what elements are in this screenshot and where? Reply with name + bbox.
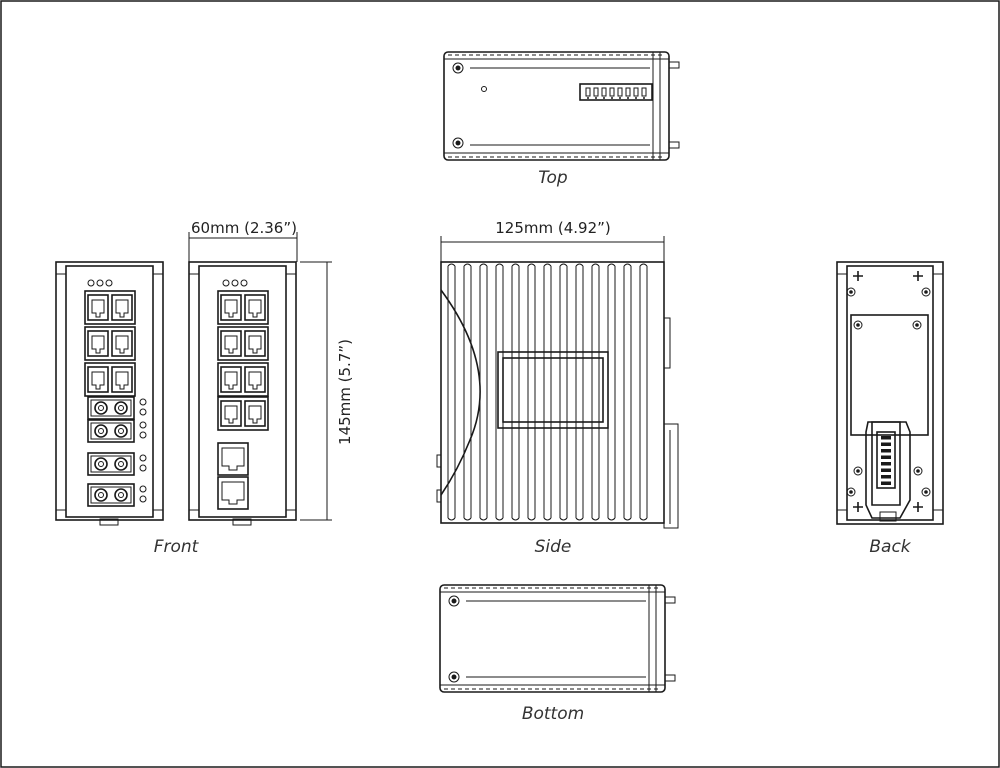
rj45-pair-icon — [84, 326, 136, 361]
rj45-pair-icon — [217, 290, 269, 325]
height-dimension — [300, 261, 332, 521]
front-view-label: Front — [154, 537, 200, 557]
rj45-port-icon — [87, 330, 109, 357]
side-view — [436, 261, 679, 529]
fiber-port-icon — [87, 483, 147, 507]
rj45-port-icon — [244, 400, 266, 427]
depth-dimension-label: 125mm (4.92”) — [495, 219, 611, 237]
depth-dimension — [440, 236, 665, 262]
rj45-port-icon — [111, 294, 133, 321]
top-view — [443, 51, 680, 161]
rj45-port-icon — [217, 476, 249, 510]
rj45-pair-icon — [217, 326, 269, 361]
front-view-copper — [188, 261, 297, 526]
rj45-port-icon — [244, 330, 266, 357]
side-view-label: Side — [535, 537, 572, 557]
width-dimension-label: 60mm (2.36”) — [191, 219, 297, 237]
back-view — [836, 261, 944, 525]
rj45-pair-icon — [84, 362, 136, 397]
fiber-port-icon — [87, 419, 147, 443]
bottom-view-label: Bottom — [522, 704, 584, 724]
rj45-port-icon — [111, 366, 133, 393]
top-view-label: Top — [538, 168, 568, 188]
rj45-pair-icon — [217, 362, 269, 397]
rj45-pair-icon — [217, 396, 269, 431]
width-dimension — [188, 232, 298, 262]
front-view-fiber — [55, 261, 164, 526]
rj45-port-icon — [87, 294, 109, 321]
rj45-port-icon — [220, 294, 242, 321]
rj45-port-icon — [244, 294, 266, 321]
rj45-port-icon — [87, 366, 109, 393]
rj45-pair-icon — [84, 290, 136, 325]
fiber-port-icon — [87, 396, 147, 420]
back-view-label: Back — [869, 537, 911, 557]
rj45-port-icon — [220, 366, 242, 393]
rj45-port-icon — [244, 366, 266, 393]
rj45-port-icon — [220, 330, 242, 357]
rj45-port-icon — [111, 330, 133, 357]
rj45-port-icon — [217, 442, 249, 476]
height-dimension-label: 145mm (5.7”) — [336, 339, 354, 445]
rj45-port-icon — [220, 400, 242, 427]
fiber-port-icon — [87, 452, 147, 476]
bottom-view — [439, 584, 676, 693]
